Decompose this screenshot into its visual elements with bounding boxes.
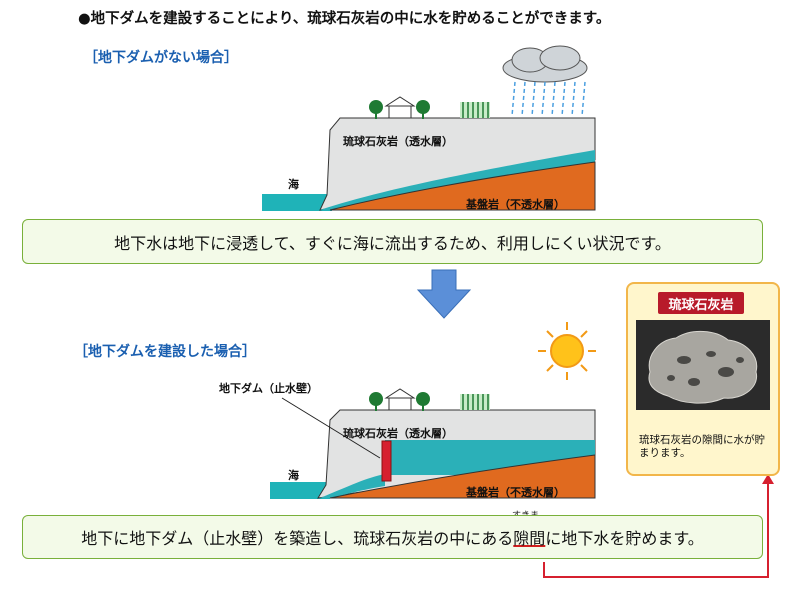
down-arrow-icon — [416, 269, 472, 319]
cloud-icon — [502, 45, 588, 83]
photo-card: 琉球石灰岩 琉球石灰岩の隙間に水が貯まります。 — [626, 282, 780, 476]
field-icon — [460, 394, 490, 410]
headline: ●地下ダムを建設することにより、琉球石灰岩の中に水を貯めることができます。 — [78, 11, 611, 27]
sea-area — [262, 194, 332, 211]
label-without-dam: ［地下ダムがない場合］ — [84, 50, 238, 66]
photo-title: 琉球石灰岩 — [658, 292, 744, 314]
limestone-label: 琉球石灰岩（透水層） — [343, 135, 453, 148]
sea-area — [270, 482, 330, 499]
tree-icon — [416, 100, 430, 119]
message-with-dam: 地下に地下ダム（止水壁）を築造し、琉球石灰岩の中にある隙間に地下水を貯めます。 — [22, 515, 763, 559]
field-icon — [460, 102, 490, 118]
limestone-label: 琉球石灰岩（透水層） — [343, 427, 453, 440]
sea-label: 海 — [288, 178, 299, 191]
bedrock-layer — [329, 161, 596, 211]
tree-icon — [416, 392, 430, 411]
sea-label: 海 — [288, 469, 299, 482]
house-icon — [384, 96, 416, 119]
groundwater-layer — [320, 150, 595, 210]
underground-dam-wall — [381, 440, 392, 482]
message-part-2: に地下水を貯めます。 — [545, 529, 704, 548]
sun-icon — [538, 322, 596, 380]
message-without-dam: 地下水は地下に浸透して、すぐに海に流出するため、利用しにくい状況です。 — [22, 219, 763, 264]
photo-caption: 琉球石灰岩の隙間に水が貯まります。 — [639, 434, 765, 460]
house-icon — [384, 388, 416, 411]
diagram-without-dam — [262, 45, 596, 211]
message-highlight: 隙間 — [513, 529, 546, 548]
pointer-arrowhead — [762, 474, 774, 484]
limestone-photo — [636, 320, 770, 410]
pointer-line — [543, 482, 769, 578]
rain-icon — [511, 81, 586, 117]
label-with-dam: ［地下ダムを建設した場合］ — [74, 344, 256, 360]
dam-callout-line — [281, 397, 381, 459]
message-part-1: 地下に地下ダム（止水壁）を築造し、琉球石灰岩の中にある — [81, 529, 514, 548]
tree-icon — [369, 100, 383, 119]
bedrock-label: 基盤岩（不透水層） — [466, 486, 565, 499]
bedrock-label: 基盤岩（不透水層） — [466, 198, 565, 211]
diagram-with-dam — [270, 388, 596, 499]
tree-icon — [369, 392, 383, 411]
bedrock-layer — [329, 454, 596, 499]
dam-label: 地下ダム（止水壁） — [219, 382, 318, 395]
